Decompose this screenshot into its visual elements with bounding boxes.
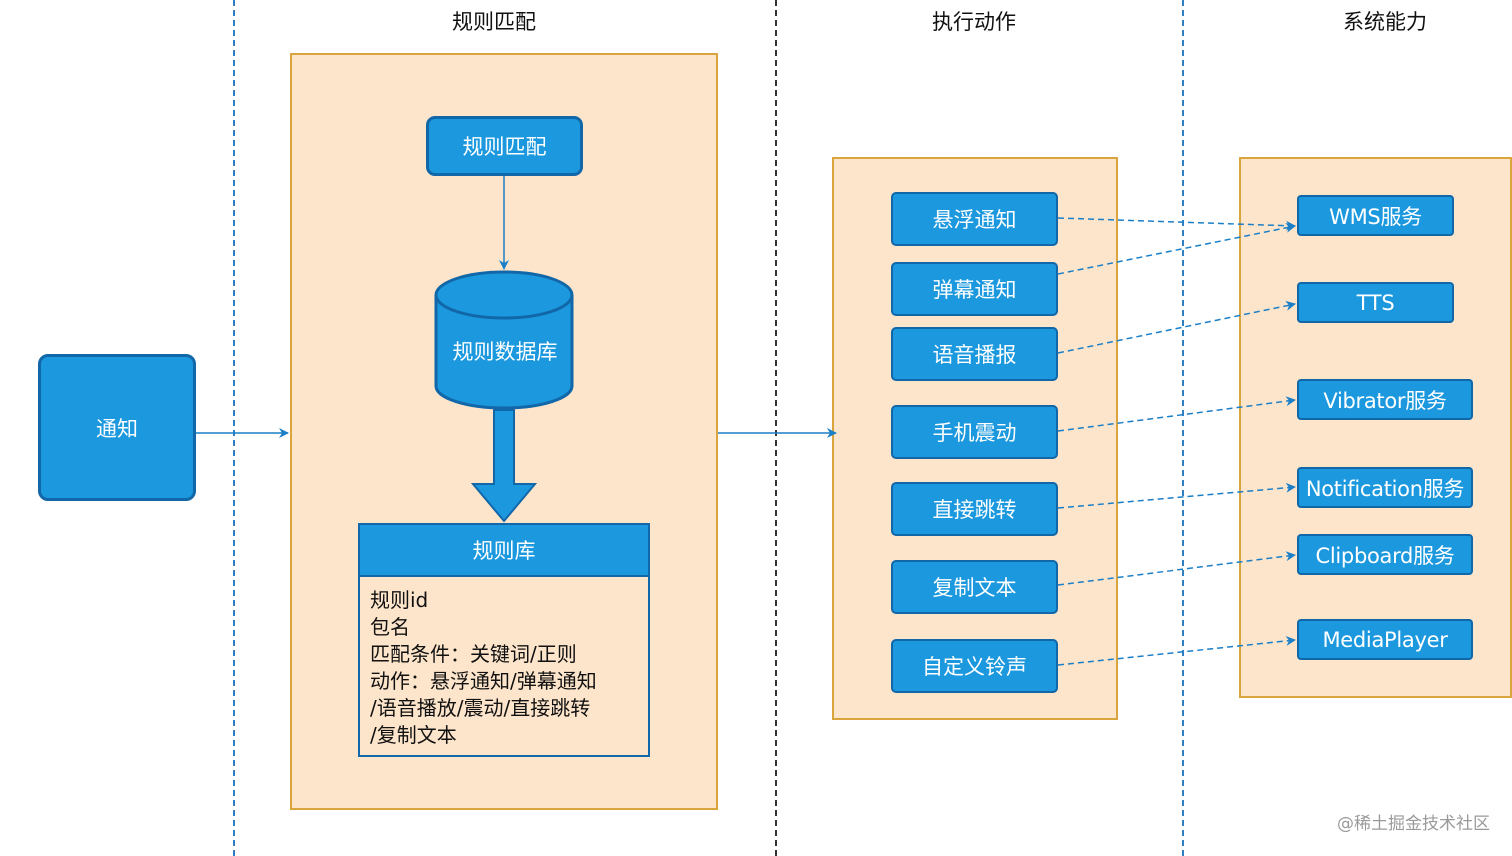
action-phone-vibrate[interactable]: 手机震动 bbox=[891, 405, 1058, 459]
thick-arrow-db-to-library bbox=[470, 409, 538, 523]
rule-library-line: /复制文本 bbox=[370, 723, 457, 747]
watermark: @稀土掘金技术社区 bbox=[1337, 814, 1490, 834]
system-mediaplayer[interactable]: MediaPlayer bbox=[1297, 619, 1473, 660]
system-vibrator-service[interactable]: Vibrator服务 bbox=[1297, 379, 1473, 420]
link-copy-to-clipboard bbox=[1057, 551, 1296, 586]
link-float-to-wms bbox=[1057, 217, 1296, 231]
system-tts[interactable]: TTS bbox=[1297, 282, 1454, 323]
section-title-system-ability: 系统能力 bbox=[1343, 10, 1427, 34]
divider-1 bbox=[233, 0, 235, 856]
action-danmaku-notification[interactable]: 弹幕通知 bbox=[891, 262, 1058, 316]
rule-match-node[interactable]: 规则匹配 bbox=[426, 116, 583, 176]
action-float-notification[interactable]: 悬浮通知 bbox=[891, 192, 1058, 246]
rule-database-label[interactable]: 规则数据库 bbox=[452, 340, 558, 364]
rule-library-body: 规则id 包名 匹配条件：关键词/正则 动作：悬浮通知/弹幕通知 /语音播放/震… bbox=[360, 577, 648, 749]
rule-library-line: 规则id bbox=[370, 588, 429, 612]
rule-library-line: 匹配条件：关键词/正则 bbox=[370, 642, 577, 666]
rule-library-line: /语音播放/震动/直接跳转 bbox=[370, 696, 591, 720]
section-title-execute-action: 执行动作 bbox=[932, 10, 1016, 34]
database-cylinder-icon bbox=[434, 270, 574, 410]
link-voice-to-tts bbox=[1057, 300, 1296, 354]
link-ringtone-to-mediaplayer bbox=[1057, 635, 1296, 666]
divider-3 bbox=[1182, 0, 1184, 856]
link-danmaku-to-wms bbox=[1057, 222, 1296, 275]
action-copy-text[interactable]: 复制文本 bbox=[891, 560, 1058, 614]
notification-node[interactable]: 通知 bbox=[38, 354, 196, 501]
action-voice-broadcast[interactable]: 语音播报 bbox=[891, 327, 1058, 381]
system-wms-service[interactable]: WMS服务 bbox=[1297, 195, 1454, 236]
link-jump-to-notification bbox=[1057, 482, 1296, 509]
rule-library-line: 动作：悬浮通知/弹幕通知 bbox=[370, 669, 597, 693]
system-clipboard-service[interactable]: Clipboard服务 bbox=[1297, 534, 1473, 575]
rule-library-title: 规则库 bbox=[360, 525, 648, 577]
divider-2 bbox=[775, 0, 777, 856]
link-vibrate-to-vibrator bbox=[1057, 396, 1296, 432]
action-direct-jump[interactable]: 直接跳转 bbox=[891, 482, 1058, 536]
rule-library-table[interactable]: 规则库 规则id 包名 匹配条件：关键词/正则 动作：悬浮通知/弹幕通知 /语音… bbox=[358, 523, 650, 757]
system-notification-service[interactable]: Notification服务 bbox=[1297, 467, 1473, 508]
section-title-rule-match: 规则匹配 bbox=[452, 10, 536, 34]
action-custom-ringtone[interactable]: 自定义铃声 bbox=[891, 639, 1058, 693]
system-container bbox=[1239, 157, 1512, 698]
rule-library-line: 包名 bbox=[370, 615, 410, 639]
